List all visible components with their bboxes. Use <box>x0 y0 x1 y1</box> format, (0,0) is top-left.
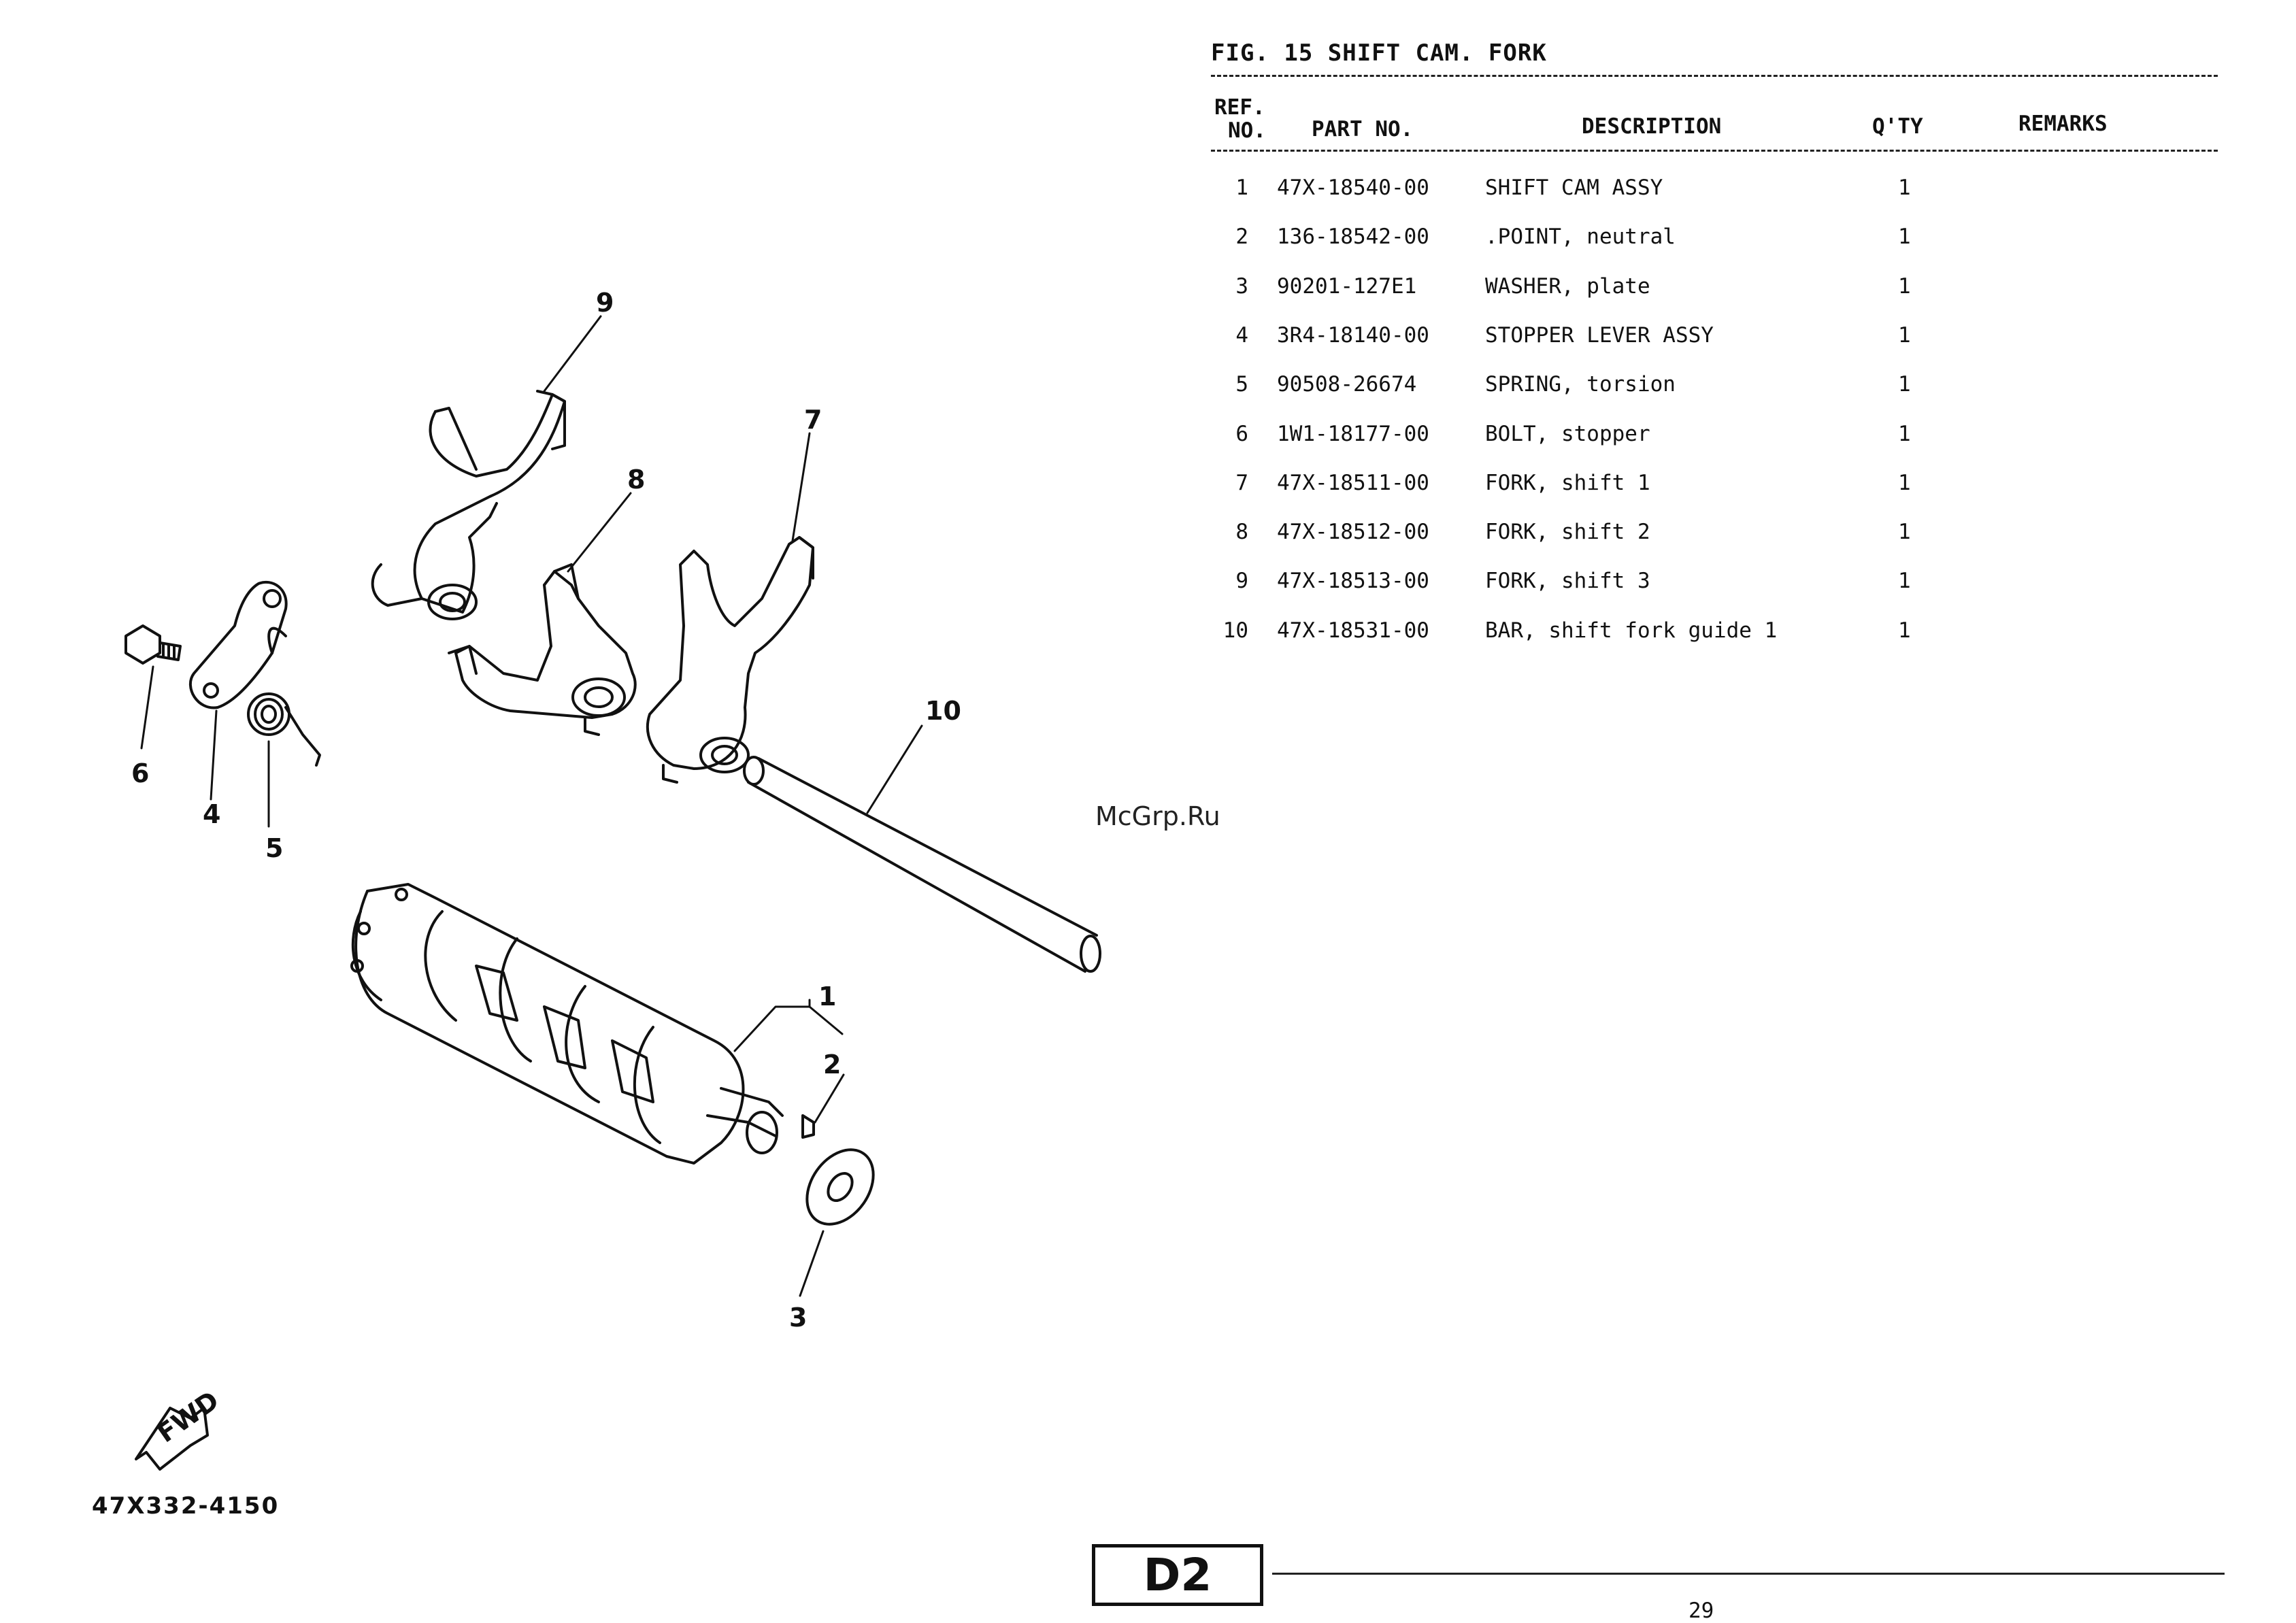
spring-torsion-drawing <box>247 626 321 767</box>
cell-part-no: 136-18542-00 <box>1277 224 1429 249</box>
cell-description: BAR, shift fork guide 1 <box>1485 618 1778 643</box>
watermark: McGrp.Ru <box>1095 801 1220 831</box>
footer-rule <box>1272 1573 2225 1575</box>
callout-8: 8 <box>627 465 645 495</box>
callout-1: 1 <box>818 982 836 1011</box>
section-label: D2 <box>1092 1544 1263 1606</box>
cell-qty: 1 <box>1898 422 1911 446</box>
cell-ref: 7 <box>1235 471 1248 495</box>
fwd-arrow-icon: FWD <box>135 1385 224 1471</box>
leader-lines <box>140 315 923 1297</box>
neutral-point-drawing <box>801 1114 815 1139</box>
header-part-no: PART NO. <box>1312 117 1414 141</box>
cell-qty: 1 <box>1898 224 1911 249</box>
cell-description: SHIFT CAM ASSY <box>1485 175 1663 200</box>
cell-part-no: 47X-18512-00 <box>1277 520 1429 544</box>
cell-part-no: 47X-18540-00 <box>1277 175 1429 200</box>
cell-description: BOLT, stopper <box>1485 422 1650 446</box>
cell-ref: 1 <box>1235 175 1248 200</box>
cell-part-no: 90508-26674 <box>1277 372 1417 397</box>
fork-shift-2-drawing <box>448 563 637 736</box>
cell-description: FORK, shift 2 <box>1485 520 1650 544</box>
cell-part-no: 90201-127E1 <box>1277 274 1417 299</box>
cell-part-no: 3R4-18140-00 <box>1277 323 1429 348</box>
cell-description: WASHER, plate <box>1485 274 1650 299</box>
fork-shift-1-drawing <box>646 536 814 784</box>
callout-4: 4 <box>203 799 220 829</box>
cell-ref: 2 <box>1235 224 1248 249</box>
guide-bar-drawing <box>743 756 1101 973</box>
fwd-label: FWD <box>152 1385 224 1448</box>
cell-qty: 1 <box>1898 274 1911 299</box>
cell-qty: 1 <box>1898 618 1911 643</box>
header-ref-line2: NO. <box>1228 118 1266 143</box>
cell-ref: 6 <box>1235 422 1248 446</box>
cell-description: FORK, shift 3 <box>1485 569 1650 593</box>
callout-7: 7 <box>804 405 822 435</box>
drawing-number: 47X332-4150 <box>92 1492 280 1520</box>
bolt-stopper-drawing <box>124 624 182 665</box>
cell-ref: 9 <box>1235 569 1248 593</box>
cell-qty: 1 <box>1898 471 1911 495</box>
header-remarks: REMARKS <box>2018 112 2108 136</box>
callout-5: 5 <box>265 833 283 863</box>
callout-9: 9 <box>596 288 614 318</box>
cell-ref: 3 <box>1235 274 1248 299</box>
cell-qty: 1 <box>1898 175 1911 200</box>
fork-shift-3-drawing <box>371 390 566 620</box>
cell-qty: 1 <box>1898 520 1911 544</box>
cell-part-no: 47X-18511-00 <box>1277 471 1429 495</box>
page-number: 29 <box>1688 1599 1714 1623</box>
table-top-rule <box>1211 75 2218 77</box>
cell-ref: 8 <box>1235 520 1248 544</box>
header-bottom-rule <box>1211 150 2218 152</box>
exploded-parts-diagram: FWD 9 8 7 6 4 5 10 1 2 3 <box>124 288 1101 1471</box>
cell-description: SPRING, torsion <box>1485 372 1676 397</box>
cell-qty: 1 <box>1898 323 1911 348</box>
header-ref-line1: REF. <box>1214 95 1265 120</box>
header-qty: Q'TY <box>1872 114 1923 139</box>
figure-title: FIG. 15 SHIFT CAM. FORK <box>1211 39 1547 67</box>
cell-description: FORK, shift 1 <box>1485 471 1650 495</box>
washer-plate-drawing <box>805 1148 875 1226</box>
cell-part-no: 47X-18531-00 <box>1277 618 1429 643</box>
callout-3: 3 <box>789 1303 807 1333</box>
section-label-text: D2 <box>1143 1549 1212 1601</box>
cell-description: STOPPER LEVER ASSY <box>1485 323 1714 348</box>
callout-2: 2 <box>823 1050 841 1080</box>
cell-ref: 10 <box>1222 618 1248 643</box>
cell-qty: 1 <box>1898 372 1911 397</box>
cell-ref: 5 <box>1235 372 1248 397</box>
header-description: DESCRIPTION <box>1582 114 1722 139</box>
callout-6: 6 <box>131 758 149 788</box>
cell-part-no: 47X-18513-00 <box>1277 569 1429 593</box>
cell-description: .POINT, neutral <box>1485 224 1676 249</box>
cell-ref: 4 <box>1235 323 1248 348</box>
cell-part-no: 1W1-18177-00 <box>1277 422 1429 446</box>
stopper-lever-drawing <box>189 580 288 709</box>
callout-10: 10 <box>925 696 961 726</box>
cell-qty: 1 <box>1898 569 1911 593</box>
shift-cam-drum-drawing <box>350 883 784 1165</box>
